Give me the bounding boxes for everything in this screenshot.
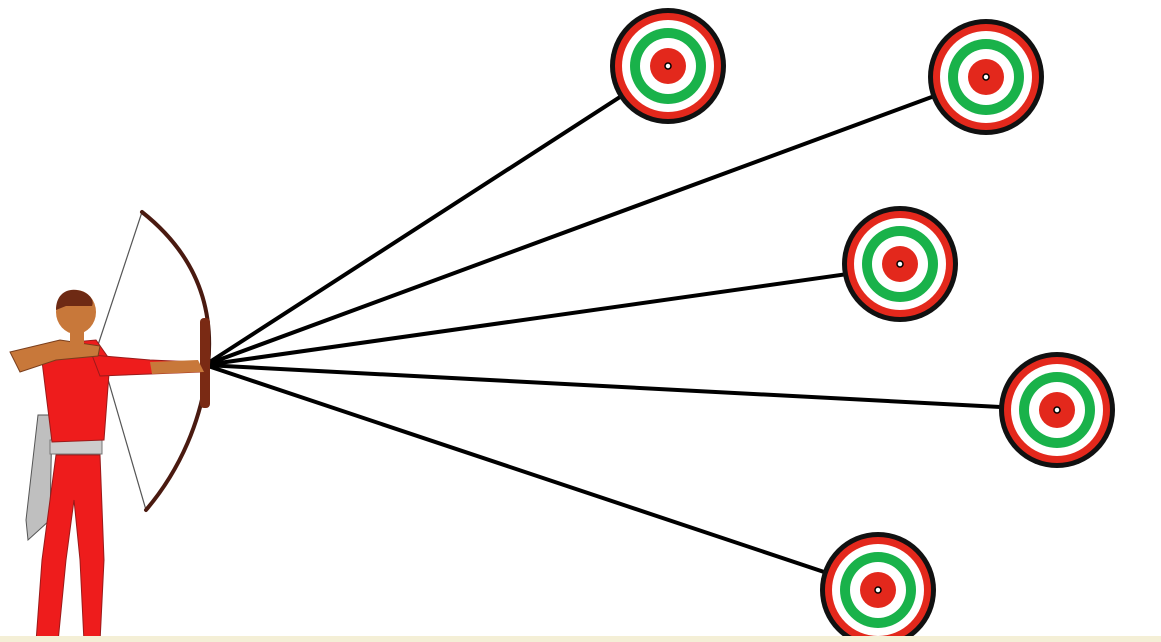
target-1 [610, 8, 726, 124]
trajectory-line-5 [205, 365, 878, 590]
trajectory-line-3 [205, 267, 897, 365]
target-3 [842, 206, 958, 322]
bow-hand [150, 360, 204, 374]
trajectory-line-4 [205, 365, 1057, 410]
bow-grip [200, 318, 210, 408]
trajectory-line-1 [205, 66, 668, 365]
bottom-strip [0, 636, 1161, 642]
target-4 [999, 352, 1115, 468]
trajectory-lines [205, 66, 1057, 590]
target-2 [928, 19, 1044, 135]
target-5 [820, 532, 936, 642]
